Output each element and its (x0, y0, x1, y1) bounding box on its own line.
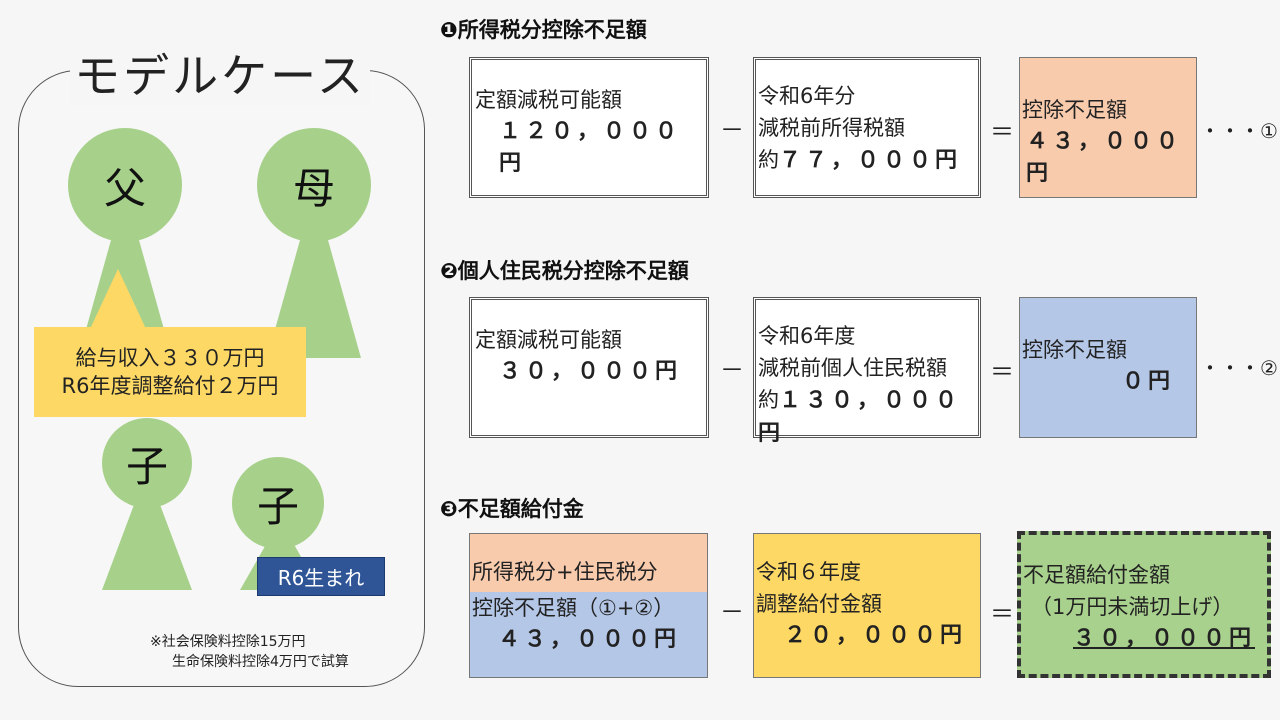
s3-box1-top-band: 所得税分+住民税分 (470, 534, 707, 592)
s3-box3-line1: 不足額給付金額 (1023, 563, 1170, 587)
s3-box1-line2: 控除不足額（①+②） (472, 596, 675, 620)
s2-box3-label: 控除不足額 (1022, 338, 1127, 362)
s2-minus: － (720, 356, 744, 384)
s1-ref: ・・・① (1200, 119, 1278, 143)
bubble-line-1: 給与収入３３０万円 (75, 346, 265, 370)
s2-shortfall-box: 控除不足額 ０円 (1019, 297, 1197, 438)
s1-box3-amount: ４３，０００円 (1026, 129, 1183, 186)
section1-title: ❶所得税分控除不足額 (440, 18, 647, 42)
child1-label: 子 (125, 441, 168, 491)
mother-head: 母 (257, 128, 371, 242)
s2-box3-amount: ０円 (1122, 369, 1175, 394)
s1-tax-box: 令和6年分 減税前所得税額 約７７，０００円 (753, 57, 981, 198)
income-bubble: 給与収入３３０万円 R6年度調整給付２万円 (34, 327, 306, 417)
s2-box1-amount: ３０，０００円 (499, 359, 682, 384)
s3-adjust-box: 令和６年度 調整給付金額 ２０，０００円 (753, 533, 981, 678)
section3-title: ❸不足額給付金 (440, 497, 584, 521)
s1-shortfall-box: 控除不足額 ４３，０００円 (1019, 57, 1197, 198)
r6-born-badge: R6生まれ (257, 557, 385, 596)
section2-title: ❷個人住民税分控除不足額 (440, 259, 689, 283)
s1-box3-label: 控除不足額 (1022, 98, 1127, 122)
s1-box1-label: 定額減税可能額 (475, 88, 622, 112)
s1-box2-amount: ７７，０００円 (779, 148, 962, 173)
s3-box1-top: 所得税分+住民税分 (472, 560, 658, 584)
footnote-line-2: 生命保険料控除4万円で試算 (172, 654, 349, 670)
mother-label: 母 (292, 163, 335, 213)
bubble-tail (90, 269, 146, 329)
s2-tax-box: 令和6年度 減税前個人住民税額 約１３０，０００円 (753, 297, 981, 446)
s3-box2-line3: ２０，０００円 (784, 623, 967, 648)
s2-box2-amount: １３０，０００円 (758, 388, 962, 446)
s1-equals: ＝ (990, 118, 1014, 146)
s1-minus: － (720, 116, 744, 144)
father-label: 父 (103, 163, 146, 213)
s3-box1-line3: ４３，０００円 (498, 627, 681, 652)
s3-box1-bottom-band: 控除不足額（①+②） ４３，０００円 (470, 592, 707, 677)
father-head: 父 (68, 128, 182, 242)
s3-minus: － (720, 598, 744, 626)
s3-box3-line2: （1万円未満切上げ） (1031, 595, 1234, 619)
s3-equals: ＝ (990, 600, 1014, 628)
s2-deduction-box: 定額減税可能額 ３０，０００円 (469, 297, 709, 438)
s3-combined-box: 所得税分+住民税分 控除不足額（①+②） ４３，０００円 (469, 533, 708, 678)
child2-head: 子 (232, 457, 324, 549)
child2-label: 子 (256, 481, 299, 531)
s3-box2-line2: 調整給付金額 (756, 592, 882, 616)
s3-result-box: 不足額給付金額 （1万円未満切上げ） ３０，０００円 (1017, 531, 1271, 678)
s1-box2-line2: 減税前所得税額 (758, 116, 905, 140)
bubble-line-2: R6年度調整給付２万円 (61, 374, 279, 398)
s2-box1-label: 定額減税可能額 (475, 328, 622, 352)
s2-box2-prefix: 約 (758, 388, 779, 412)
s2-ref: ・・・② (1200, 356, 1278, 380)
model-case-title: モデルケース (70, 40, 370, 106)
s3-box2-line1: 令和６年度 (756, 560, 861, 584)
s2-box2-line2: 減税前個人住民税額 (758, 356, 947, 380)
s1-box1-amount: １２０，０００円 (499, 119, 682, 176)
child1-head: 子 (102, 418, 192, 508)
footnote: ※社会保険料控除15万円 生命保険料控除4万円で試算 (150, 632, 349, 672)
s1-box2-line1: 令和6年分 (758, 84, 856, 108)
s1-deduction-box: 定額減税可能額 １２０，０００円 (469, 57, 709, 198)
footnote-line-1: ※社会保険料控除15万円 (150, 634, 306, 650)
s3-box3-line3: ３０，０００円 (1073, 626, 1256, 651)
s2-equals: ＝ (990, 358, 1014, 386)
s1-box2-prefix: 約 (758, 148, 779, 172)
s2-box2-line1: 令和6年度 (758, 324, 856, 348)
